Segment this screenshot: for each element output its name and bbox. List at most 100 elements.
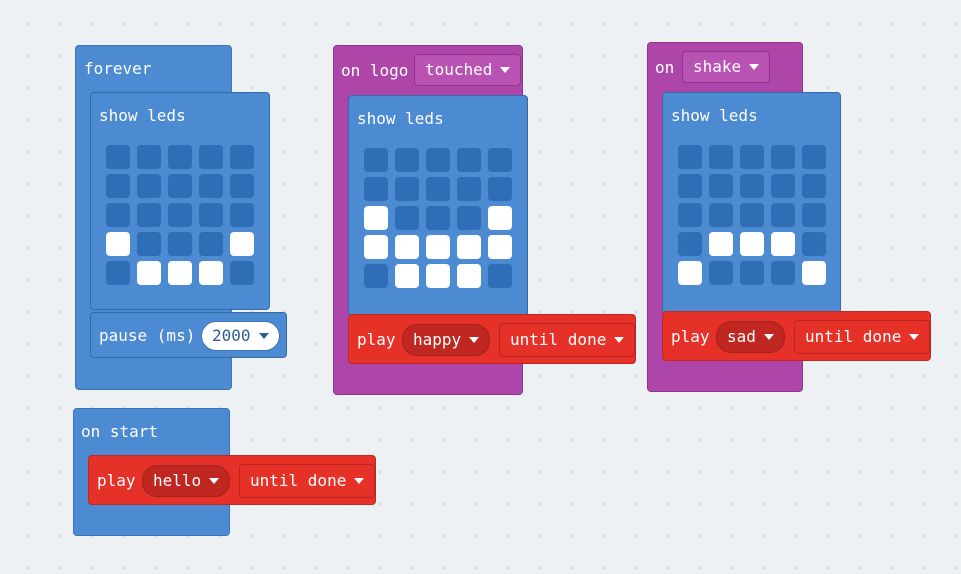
chevron-down-icon bbox=[763, 334, 774, 340]
led-off[interactable] bbox=[740, 145, 764, 169]
led-off[interactable] bbox=[199, 232, 223, 256]
led-on[interactable] bbox=[426, 235, 450, 259]
led-off[interactable] bbox=[106, 203, 130, 227]
led-off[interactable] bbox=[709, 261, 733, 285]
chevron-down-icon bbox=[258, 333, 269, 339]
led-on[interactable] bbox=[395, 235, 419, 259]
led-off[interactable] bbox=[678, 145, 702, 169]
led-off[interactable] bbox=[364, 148, 388, 172]
led-grid[interactable] bbox=[678, 145, 826, 285]
pause-block[interactable]: pause (ms) 2000 bbox=[90, 312, 287, 358]
play-mode-dropdown[interactable]: until done bbox=[499, 323, 636, 357]
led-off[interactable] bbox=[395, 148, 419, 172]
led-off[interactable] bbox=[106, 261, 130, 285]
led-off[interactable] bbox=[395, 177, 419, 201]
led-off[interactable] bbox=[678, 174, 702, 198]
led-on[interactable] bbox=[199, 261, 223, 285]
led-off[interactable] bbox=[230, 261, 254, 285]
logo-event-value: touched bbox=[425, 60, 493, 79]
led-off[interactable] bbox=[106, 174, 130, 198]
led-on[interactable] bbox=[364, 235, 388, 259]
led-grid[interactable] bbox=[364, 148, 512, 288]
led-off[interactable] bbox=[106, 145, 130, 169]
led-off[interactable] bbox=[488, 177, 512, 201]
on-shake-show-leds-block[interactable]: show leds bbox=[662, 92, 841, 314]
led-off[interactable] bbox=[199, 145, 223, 169]
led-off[interactable] bbox=[364, 264, 388, 288]
led-off[interactable] bbox=[488, 264, 512, 288]
led-off[interactable] bbox=[678, 232, 702, 256]
on-logo-play-block[interactable]: play happy until done bbox=[348, 314, 636, 364]
led-on[interactable] bbox=[802, 261, 826, 285]
led-off[interactable] bbox=[168, 174, 192, 198]
sound-dropdown[interactable]: sad bbox=[716, 321, 785, 353]
led-off[interactable] bbox=[168, 203, 192, 227]
led-off[interactable] bbox=[137, 232, 161, 256]
led-off[interactable] bbox=[395, 206, 419, 230]
led-off[interactable] bbox=[771, 145, 795, 169]
led-off[interactable] bbox=[426, 148, 450, 172]
led-off[interactable] bbox=[771, 174, 795, 198]
led-off[interactable] bbox=[678, 203, 702, 227]
led-on[interactable] bbox=[168, 261, 192, 285]
led-on[interactable] bbox=[709, 232, 733, 256]
led-off[interactable] bbox=[709, 203, 733, 227]
shake-event-dropdown[interactable]: shake bbox=[682, 51, 771, 83]
on-shake-play-block[interactable]: play sad until done bbox=[662, 311, 931, 361]
sound-dropdown[interactable]: hello bbox=[142, 465, 231, 497]
sound-dropdown[interactable]: happy bbox=[402, 324, 491, 356]
led-on[interactable] bbox=[230, 232, 254, 256]
led-off[interactable] bbox=[230, 174, 254, 198]
led-on[interactable] bbox=[137, 261, 161, 285]
led-off[interactable] bbox=[802, 232, 826, 256]
led-off[interactable] bbox=[364, 177, 388, 201]
led-off[interactable] bbox=[426, 206, 450, 230]
play-mode-value: until done bbox=[805, 327, 902, 346]
led-on[interactable] bbox=[488, 235, 512, 259]
led-off[interactable] bbox=[457, 148, 481, 172]
led-off[interactable] bbox=[709, 174, 733, 198]
play-mode-dropdown[interactable]: until done bbox=[794, 320, 931, 354]
led-off[interactable] bbox=[709, 145, 733, 169]
led-off[interactable] bbox=[168, 232, 192, 256]
led-on[interactable] bbox=[426, 264, 450, 288]
led-off[interactable] bbox=[137, 203, 161, 227]
led-off[interactable] bbox=[230, 203, 254, 227]
led-off[interactable] bbox=[740, 174, 764, 198]
led-on[interactable] bbox=[457, 264, 481, 288]
led-off[interactable] bbox=[740, 203, 764, 227]
led-off[interactable] bbox=[230, 145, 254, 169]
led-off[interactable] bbox=[426, 177, 450, 201]
led-off[interactable] bbox=[802, 145, 826, 169]
led-on[interactable] bbox=[106, 232, 130, 256]
led-off[interactable] bbox=[457, 177, 481, 201]
led-off[interactable] bbox=[740, 261, 764, 285]
led-off[interactable] bbox=[771, 261, 795, 285]
led-on[interactable] bbox=[364, 206, 388, 230]
led-on[interactable] bbox=[771, 232, 795, 256]
led-off[interactable] bbox=[168, 145, 192, 169]
on-logo-label: on logo bbox=[341, 61, 409, 80]
led-off[interactable] bbox=[199, 203, 223, 227]
led-off[interactable] bbox=[137, 174, 161, 198]
led-on[interactable] bbox=[488, 206, 512, 230]
led-off[interactable] bbox=[488, 148, 512, 172]
on-start-play-block[interactable]: play hello until done bbox=[88, 455, 376, 505]
led-on[interactable] bbox=[395, 264, 419, 288]
play-mode-dropdown[interactable]: until done bbox=[239, 464, 376, 498]
led-on[interactable] bbox=[678, 261, 702, 285]
led-off[interactable] bbox=[802, 203, 826, 227]
forever-show-leds-block[interactable]: show leds bbox=[90, 92, 270, 310]
logo-event-dropdown[interactable]: touched bbox=[414, 54, 522, 86]
led-off[interactable] bbox=[199, 174, 223, 198]
led-on[interactable] bbox=[457, 235, 481, 259]
sound-value: happy bbox=[413, 330, 462, 349]
led-off[interactable] bbox=[802, 174, 826, 198]
led-grid[interactable] bbox=[106, 145, 254, 285]
led-off[interactable] bbox=[137, 145, 161, 169]
led-on[interactable] bbox=[740, 232, 764, 256]
pause-value-dropdown[interactable]: 2000 bbox=[201, 321, 280, 351]
led-off[interactable] bbox=[771, 203, 795, 227]
led-off[interactable] bbox=[457, 206, 481, 230]
on-logo-show-leds-block[interactable]: show leds bbox=[348, 95, 528, 317]
